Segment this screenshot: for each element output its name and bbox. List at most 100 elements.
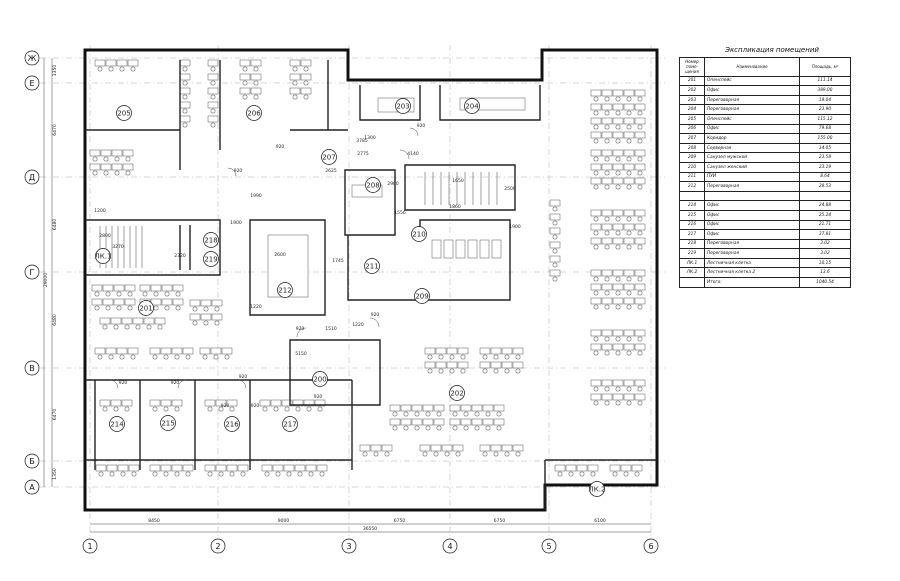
desk: [430, 444, 442, 452]
desk: [623, 379, 635, 387]
desk: [623, 177, 635, 185]
inner-dimension: 1650: [452, 178, 464, 184]
desk: [612, 343, 624, 351]
inner-dimension: 2625: [325, 168, 337, 174]
chair: [210, 66, 216, 72]
dimension-label: 6750: [394, 518, 406, 524]
room-number: 201: [139, 304, 152, 312]
room-number: 206: [247, 109, 261, 117]
chair: [438, 368, 444, 374]
cell-num: ЛК.2: [679, 267, 705, 279]
dimension-label: 8450: [148, 518, 160, 524]
desk: [590, 117, 602, 125]
chair: [292, 66, 298, 72]
chair: [427, 354, 433, 360]
chair: [637, 184, 643, 190]
cell-name: Переговорная: [704, 94, 800, 106]
chair: [604, 290, 610, 296]
chair: [152, 471, 158, 477]
room-number: 219: [204, 255, 217, 263]
inner-dimension: 920: [171, 380, 180, 386]
chair: [182, 66, 188, 72]
chair: [615, 230, 621, 236]
desk: [237, 464, 249, 472]
desk: [623, 163, 635, 171]
chair: [414, 411, 420, 417]
desk: [479, 444, 491, 452]
desk: [270, 399, 282, 407]
row-axis-label: Б: [29, 457, 35, 466]
desk: [620, 464, 632, 472]
chair: [626, 304, 632, 310]
cell-num: 219: [679, 248, 705, 259]
cell-area: 13.6: [799, 267, 851, 279]
inner-dimension: 2320: [174, 253, 186, 259]
row-axis-bubble: [24, 50, 40, 66]
chair: [626, 124, 632, 130]
toilet-stall: [467, 239, 478, 259]
desk: [634, 379, 646, 387]
chair: [164, 291, 170, 297]
cell-num: 218: [679, 238, 705, 250]
chair: [615, 170, 621, 176]
chair: [403, 425, 409, 431]
inner-dimension: 2900: [387, 181, 399, 187]
chair: [130, 354, 136, 360]
dimension-label: 6480: [52, 314, 58, 326]
chair: [637, 156, 643, 162]
chair: [175, 305, 181, 311]
chair: [253, 66, 259, 72]
chair: [568, 471, 574, 477]
chair: [504, 368, 510, 374]
chair: [604, 276, 610, 282]
desk: [124, 298, 136, 306]
desk: [171, 347, 183, 355]
desk: [411, 418, 423, 426]
chair: [460, 354, 466, 360]
desk: [221, 347, 233, 355]
chair: [116, 305, 122, 311]
desk: [160, 464, 172, 472]
chair: [114, 156, 120, 162]
chair: [552, 248, 558, 254]
desk: [281, 399, 293, 407]
chair: [127, 305, 133, 311]
desk: [601, 163, 613, 171]
desk: [590, 393, 602, 401]
desk: [250, 87, 262, 95]
inner-dimension: 920: [251, 403, 260, 409]
desk: [471, 404, 483, 412]
room-number-bubble: [277, 282, 293, 298]
cell-area: 23.58: [799, 152, 851, 163]
chair: [92, 170, 98, 176]
chair: [422, 451, 428, 457]
chair: [593, 290, 599, 296]
chair: [444, 451, 450, 457]
cell-name: Офис: [704, 200, 800, 211]
chair: [637, 290, 643, 296]
cell-name: Санузел женский: [704, 161, 800, 173]
desk: [609, 464, 621, 472]
cell-name: [704, 190, 800, 202]
inner-dimension: 1300: [364, 135, 376, 141]
desk: [127, 59, 139, 67]
chair: [637, 304, 643, 310]
desk: [549, 241, 561, 249]
desk: [94, 59, 106, 67]
chair: [218, 471, 224, 477]
inner-dimension: 920: [417, 123, 426, 129]
desk: [590, 177, 602, 185]
desk: [259, 399, 271, 407]
chair: [262, 406, 268, 412]
cell-num: 207: [679, 133, 705, 144]
desk: [424, 361, 436, 369]
desk: [199, 347, 211, 355]
inner-dimension: 2600: [274, 252, 286, 258]
desk: [289, 87, 301, 95]
chair: [615, 290, 621, 296]
chair: [552, 262, 558, 268]
chair: [119, 354, 125, 360]
chair: [604, 304, 610, 310]
